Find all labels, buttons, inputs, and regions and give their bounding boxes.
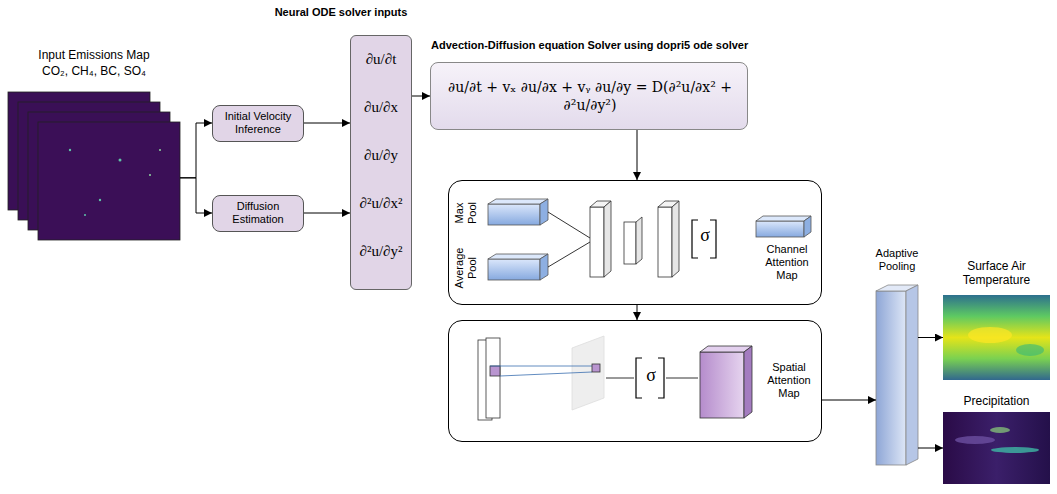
output-maps-part bbox=[1016, 344, 1044, 356]
output-label: Precipitation bbox=[943, 394, 1050, 408]
channel-attention-figure-part bbox=[756, 216, 811, 221]
emission-map-stack-part bbox=[159, 149, 161, 151]
flow-arrow bbox=[180, 123, 212, 178]
channel-attention-figure-part bbox=[548, 212, 590, 238]
flow-arrow bbox=[637, 305, 638, 320]
spatial-attention-figure-part bbox=[592, 364, 600, 372]
emission-map-stack-part bbox=[69, 149, 71, 151]
channel-attention-figure-part bbox=[548, 242, 590, 267]
emission-map-stack-part bbox=[84, 214, 86, 216]
flow-arrow bbox=[304, 123, 350, 124]
sigmoid-symbol: σ bbox=[695, 225, 715, 247]
channel-attention-figure-part bbox=[756, 221, 804, 237]
derivative-term: ∂u/∂t bbox=[351, 50, 411, 68]
solver-heading: Advection-Diffusion equation Solver usin… bbox=[431, 39, 748, 52]
column-heading: Neural ODE solver inputs bbox=[241, 6, 441, 19]
output-maps-part bbox=[943, 295, 1050, 380]
spatial-attention-figure-part bbox=[666, 378, 698, 379]
adaptive-pooling-layer: Adaptive Pooling bbox=[876, 285, 918, 465]
box-label: Initial Velocity Inference bbox=[213, 110, 303, 136]
channel-attention-figure-part bbox=[804, 216, 811, 237]
channel-attention-figure-part bbox=[488, 259, 540, 280]
emission-map-stack-part bbox=[38, 122, 180, 240]
spatial-attention-figure-part bbox=[700, 346, 752, 352]
output-maps-part bbox=[955, 436, 995, 444]
spatial-attention-module: σ Spatial Attention Map bbox=[448, 320, 822, 442]
spatial-attention-figure-part bbox=[500, 372, 592, 376]
channel-attention-figure-part bbox=[540, 199, 548, 225]
attention-map-label: Channel Attention Map bbox=[755, 243, 819, 283]
spatial-attention-figure-part bbox=[636, 358, 664, 398]
output-maps-part bbox=[991, 447, 1039, 453]
spatial-attention-figure bbox=[478, 336, 752, 420]
sigmoid-symbol: σ bbox=[639, 365, 663, 387]
output-maps-part bbox=[943, 412, 1050, 484]
channel-attention-figure-part bbox=[488, 199, 548, 204]
channel-attention-figure-part bbox=[672, 201, 679, 277]
spatial-attention-figure-part bbox=[490, 366, 592, 367]
emissions-map-stack: Input Emissions MapCO₂, CH₄, BC, SO₄ bbox=[8, 92, 180, 240]
figure-heading: Input Emissions Map bbox=[8, 48, 180, 62]
adaptive-pooling-figure bbox=[876, 285, 918, 465]
solver-input-column: Neural ODE solver inputs∂u/∂t∂u/∂x∂u/∂y∂… bbox=[350, 35, 412, 290]
channel-attention-figure bbox=[488, 199, 811, 280]
emission-map-stack-part bbox=[149, 174, 151, 176]
derivative-term: ∂u/∂x bbox=[351, 98, 411, 116]
solver-box: Advection-Diffusion equation Solver usin… bbox=[430, 62, 748, 130]
channel-attention-figure-part bbox=[624, 222, 636, 264]
channel-attention-figure-part bbox=[590, 207, 604, 277]
spatial-attention-figure-part bbox=[606, 378, 634, 379]
channel-attention-figure-part bbox=[658, 207, 672, 277]
attention-map-label: Spatial Attention Map bbox=[759, 361, 819, 401]
derivative-term: ∂u/∂y bbox=[351, 146, 411, 164]
pde-equation: ∂u/∂t + vₓ ∂u/∂x + vᵧ ∂u/∂y = D(∂²u/∂x² … bbox=[437, 63, 743, 129]
adaptive-pooling-figure-part bbox=[876, 291, 906, 465]
species-list: CO₂, CH₄, BC, SO₄ bbox=[8, 64, 180, 78]
flow-arrow bbox=[918, 448, 943, 449]
channel-attention-figure-part bbox=[488, 204, 540, 225]
process-box: Diffusion Estimation bbox=[212, 195, 304, 232]
flow-arrow bbox=[822, 400, 876, 401]
output-label: Surface Air Temperature bbox=[943, 259, 1050, 288]
output-maps-part bbox=[968, 327, 1012, 343]
adaptive-pooling-figure-part bbox=[906, 285, 918, 465]
output-maps bbox=[943, 295, 1050, 484]
channel-attention-figure-part bbox=[636, 217, 642, 264]
spatial-attention-figure-part bbox=[700, 352, 744, 418]
spatial-attention-figure-part bbox=[490, 366, 500, 376]
derivative-term: ∂²u/∂x² bbox=[351, 194, 411, 212]
pool-label: Average Pool bbox=[453, 244, 479, 292]
output-maps-part bbox=[990, 427, 1010, 433]
channel-attention-figure-part bbox=[604, 201, 611, 277]
flow-arrow bbox=[412, 96, 430, 97]
output-map: Surface Air Temperature bbox=[943, 295, 1050, 380]
spatial-attention-figure-part bbox=[486, 338, 500, 418]
channel-attention-module: Max PoolAverage Pool σChannel Attention M… bbox=[448, 180, 822, 305]
spatial-attention-figure-part bbox=[744, 346, 752, 418]
layer-label: Adaptive Pooling bbox=[858, 247, 936, 273]
box-label: Diffusion Estimation bbox=[213, 200, 303, 226]
emission-map-stack-part bbox=[99, 199, 101, 201]
emission-map-stack bbox=[8, 92, 180, 240]
channel-attention-figure-part bbox=[540, 254, 548, 280]
flow-arrow bbox=[180, 178, 212, 213]
channel-attention-figure-part bbox=[692, 220, 716, 258]
flow-arrow bbox=[304, 213, 350, 214]
pool-label: Max Pool bbox=[453, 198, 479, 228]
process-box: Initial Velocity Inference bbox=[212, 105, 304, 142]
channel-attention-figure-part bbox=[488, 254, 548, 259]
output-map: Precipitation bbox=[943, 412, 1050, 484]
derivative-term: ∂²u/∂y² bbox=[351, 242, 411, 260]
emission-map-stack-part bbox=[119, 159, 122, 162]
flow-arrow bbox=[637, 130, 638, 180]
flow-arrow bbox=[918, 337, 943, 338]
